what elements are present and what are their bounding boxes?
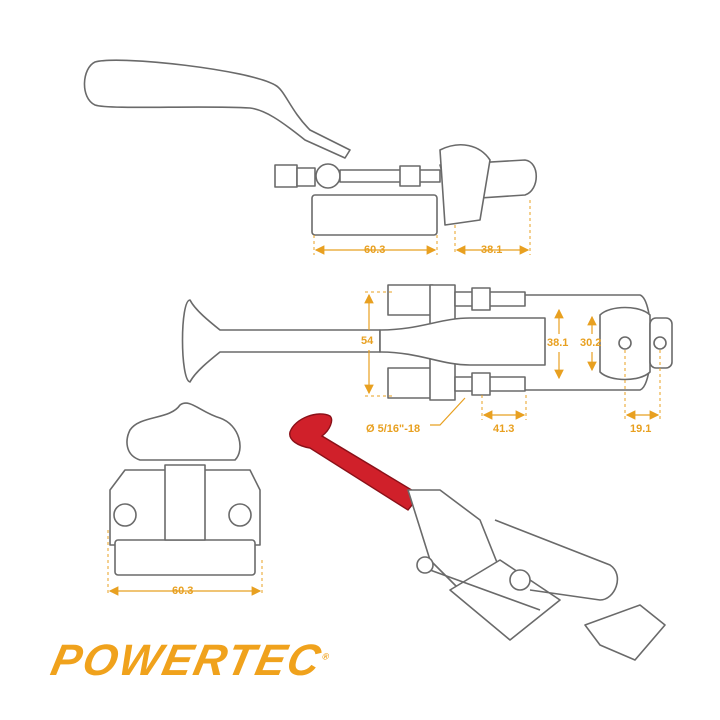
top-adjust-nut-lower xyxy=(471,372,491,396)
front-base xyxy=(114,539,256,576)
front-handle xyxy=(126,402,241,461)
side-pivot xyxy=(315,163,341,189)
side-adjust-nut xyxy=(399,165,421,187)
front-nut-right xyxy=(228,503,252,527)
front-view: 60.3 xyxy=(107,402,263,597)
dim-front-base-width: 60.3 xyxy=(172,585,193,597)
top-view: 54 38.1 30.2 Ø 5/16"-18 41.3 19.1 xyxy=(181,284,673,435)
iso-pivot xyxy=(509,569,531,591)
top-nut-upper xyxy=(387,284,434,316)
dim-top-hook-hole-spacing: 19.1 xyxy=(630,423,651,435)
dim-top-overall-width: 54 xyxy=(361,335,374,347)
logo-text: POWERTEC xyxy=(46,636,327,685)
dim-side-hook-length: 38.1 xyxy=(481,244,502,256)
iso-hook-loop xyxy=(494,519,619,601)
iso-catch xyxy=(584,604,666,661)
side-handle xyxy=(83,59,351,159)
dim-top-bolt-spacing: 38.1 xyxy=(547,337,568,349)
side-nut xyxy=(274,164,298,188)
top-handle xyxy=(181,299,381,383)
top-catch xyxy=(649,317,673,369)
dim-top-adjust-length: 41.3 xyxy=(493,423,514,435)
side-nut-2 xyxy=(296,167,316,187)
top-adjust-nut-upper xyxy=(471,287,491,311)
dim-side-base-width: 60.3 xyxy=(364,244,385,256)
iso-red-handle xyxy=(289,413,422,511)
top-hook-pad xyxy=(599,306,651,381)
side-view: 60.3 38.1 xyxy=(83,59,538,256)
powertec-logo: POWERTEC® xyxy=(47,636,336,686)
top-lever xyxy=(379,317,546,366)
side-threaded-rod xyxy=(339,169,441,183)
dim-top-hook-width: 30.2 xyxy=(580,337,601,349)
side-base xyxy=(311,194,438,236)
top-nut-lower xyxy=(387,367,434,399)
dim-thread-spec: Ø 5/16"-18 xyxy=(366,423,420,435)
front-lever xyxy=(164,464,206,541)
front-nut-left xyxy=(113,503,137,527)
iso-rod xyxy=(429,569,541,611)
side-catch xyxy=(439,144,491,226)
iso-base xyxy=(449,559,561,641)
iso-nut xyxy=(416,556,434,574)
isometric-view xyxy=(289,413,666,661)
